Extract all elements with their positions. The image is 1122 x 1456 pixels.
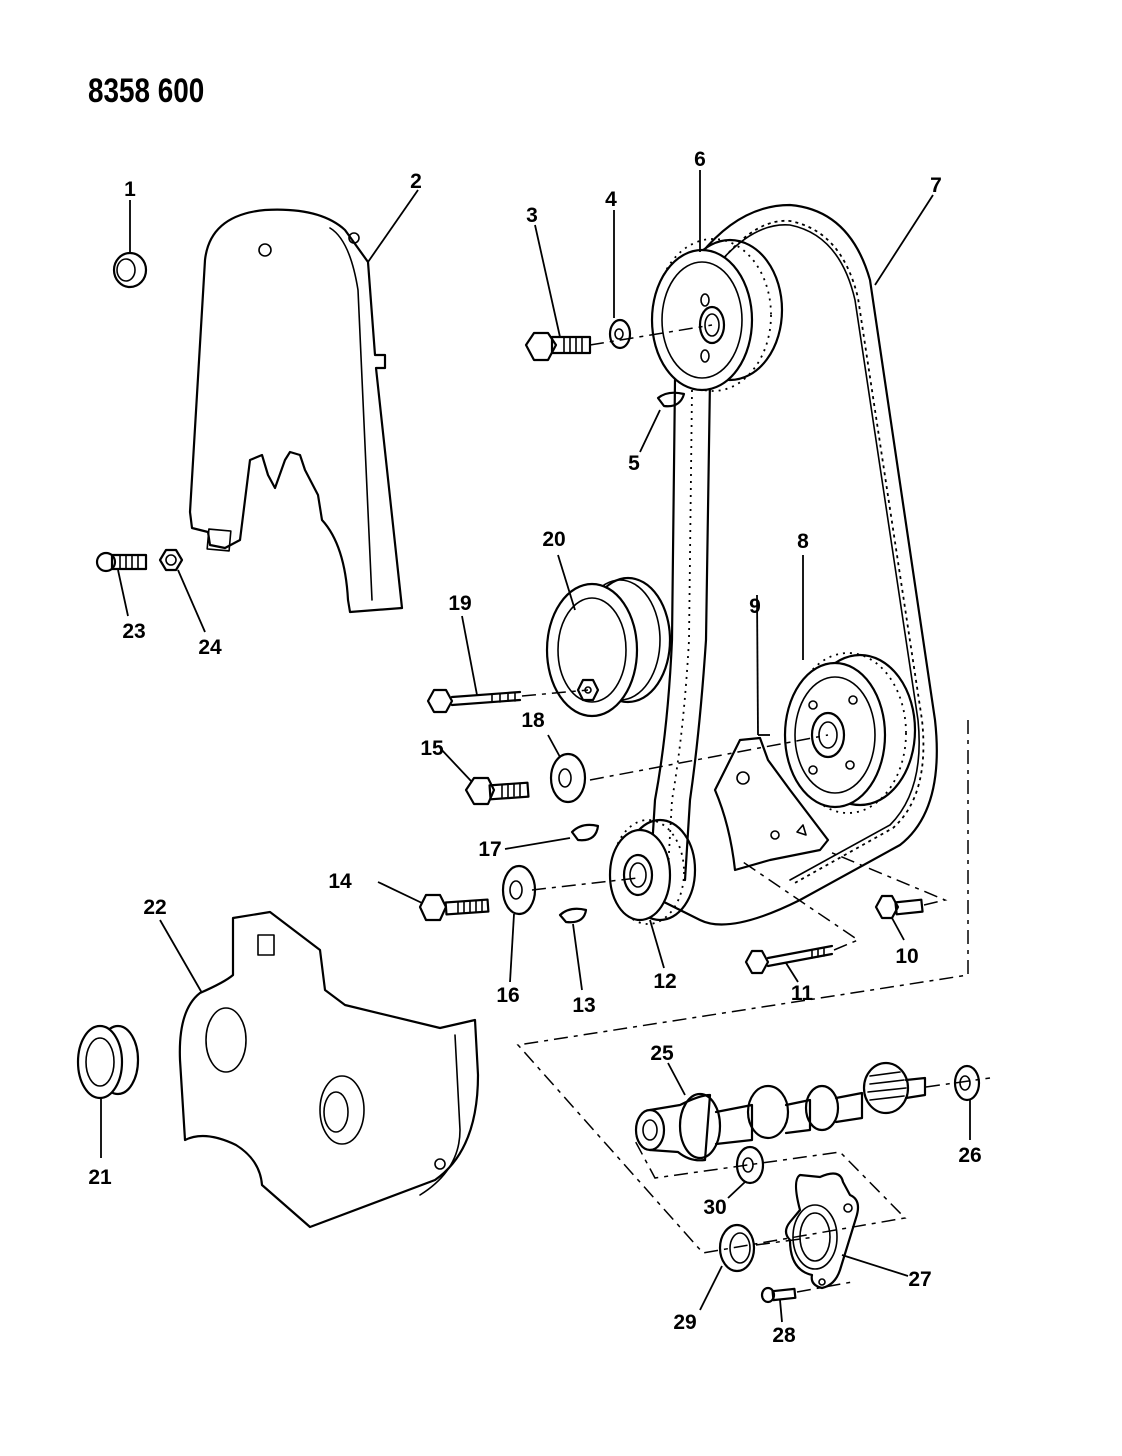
part-18-washer[interactable] xyxy=(547,734,587,804)
callout-8: 8 xyxy=(797,530,809,553)
part-7-timing-belt[interactable] xyxy=(648,194,938,926)
callout-30: 30 xyxy=(703,1196,726,1219)
part-3-camshaft-sprocket-bolt[interactable] xyxy=(524,224,592,362)
callout-25: 25 xyxy=(650,1042,674,1065)
part-14-crankshaft-sprocket-bolt[interactable] xyxy=(377,881,490,922)
callout-24: 24 xyxy=(198,636,222,659)
callout-2: 2 xyxy=(410,170,422,193)
callout-labels: 1 2 3 4 5 6 7 8 9 10 11 12 13 14 15 16 1… xyxy=(88,148,981,1347)
part-23-cover-bolt[interactable] xyxy=(95,551,148,617)
assembly-axis-bracket-long-bolt xyxy=(739,859,860,951)
part-20-tensioner-pulley[interactable] xyxy=(545,554,672,718)
callout-18: 18 xyxy=(521,709,545,732)
part-5-woodruff-key[interactable] xyxy=(639,391,686,453)
part-21-seal-plug[interactable] xyxy=(76,1024,140,1158)
assembly-axis-thrust-plate xyxy=(755,1236,816,1246)
camshaft-assembly-reference-box xyxy=(516,720,969,1254)
callout-28: 28 xyxy=(772,1324,796,1347)
callout-29: 29 xyxy=(673,1311,696,1334)
callout-10: 10 xyxy=(895,945,918,968)
callout-15: 15 xyxy=(420,737,444,760)
assembly-axis-camshaft xyxy=(925,1077,991,1088)
part-15-intermediate-sprocket-bolt[interactable] xyxy=(439,747,530,806)
callout-1: 1 xyxy=(124,178,136,201)
callout-3: 3 xyxy=(526,204,538,227)
part-26-camshaft-plug[interactable] xyxy=(953,1064,981,1140)
part-12-crankshaft-sprocket[interactable] xyxy=(608,818,697,969)
assembly-axis-bracket-bolt xyxy=(829,851,948,906)
callout-9: 9 xyxy=(749,595,761,618)
part-19-tensioner-bolt[interactable] xyxy=(426,615,522,714)
part-4-washer[interactable] xyxy=(608,210,632,350)
part-24-cover-nut[interactable] xyxy=(158,548,206,633)
part-29-camshaft-seal[interactable] xyxy=(699,1223,756,1311)
part-1-cover-plug[interactable] xyxy=(112,200,148,289)
part-6-camshaft-sprocket[interactable] xyxy=(650,170,784,392)
assembly-axis-crankshaft xyxy=(531,877,639,891)
part-27-camshaft-thrust-plate[interactable] xyxy=(784,1172,909,1290)
part-22-lower-timing-cover[interactable] xyxy=(159,910,480,1229)
callout-12: 12 xyxy=(653,970,676,993)
callout-19: 19 xyxy=(448,592,471,615)
callout-6: 6 xyxy=(694,148,706,171)
callout-4: 4 xyxy=(605,188,617,211)
callout-16: 16 xyxy=(496,984,519,1007)
part-17-woodruff-key[interactable] xyxy=(504,823,600,850)
drawing-code: 8358 600 xyxy=(88,72,205,110)
callout-7: 7 xyxy=(930,174,942,197)
callout-21: 21 xyxy=(88,1166,112,1189)
assembly-axis-intermediate-sprocket xyxy=(589,734,829,781)
part-28-thrust-plate-screw[interactable] xyxy=(760,1286,797,1323)
callout-27: 27 xyxy=(908,1268,931,1291)
part-10-bracket-bolt[interactable] xyxy=(874,894,924,941)
assembly-axis-tensioner xyxy=(521,689,589,697)
part-16-washer[interactable] xyxy=(501,864,537,983)
callout-11: 11 xyxy=(791,982,814,1005)
part-30-camshaft-seal[interactable] xyxy=(727,1145,765,1199)
callout-13: 13 xyxy=(572,994,595,1017)
part-8-intermediate-shaft-sprocket[interactable] xyxy=(783,555,917,814)
part-9-tensioner-bracket[interactable] xyxy=(713,594,830,872)
callout-26: 26 xyxy=(958,1144,981,1167)
callout-5: 5 xyxy=(628,452,640,475)
callout-22: 22 xyxy=(143,896,166,919)
callout-20: 20 xyxy=(542,528,565,551)
part-11-bracket-long-bolt[interactable] xyxy=(744,944,834,983)
part-25-camshaft[interactable] xyxy=(634,1061,927,1162)
callout-17: 17 xyxy=(478,838,501,861)
assembly-axis-camshaft-sprocket xyxy=(589,324,713,346)
assembly-axis-screw xyxy=(796,1281,853,1293)
callout-23: 23 xyxy=(122,620,145,643)
part-2-upper-timing-cover[interactable] xyxy=(188,189,419,614)
callout-14: 14 xyxy=(328,870,352,893)
part-13-woodruff-key[interactable] xyxy=(558,907,588,991)
